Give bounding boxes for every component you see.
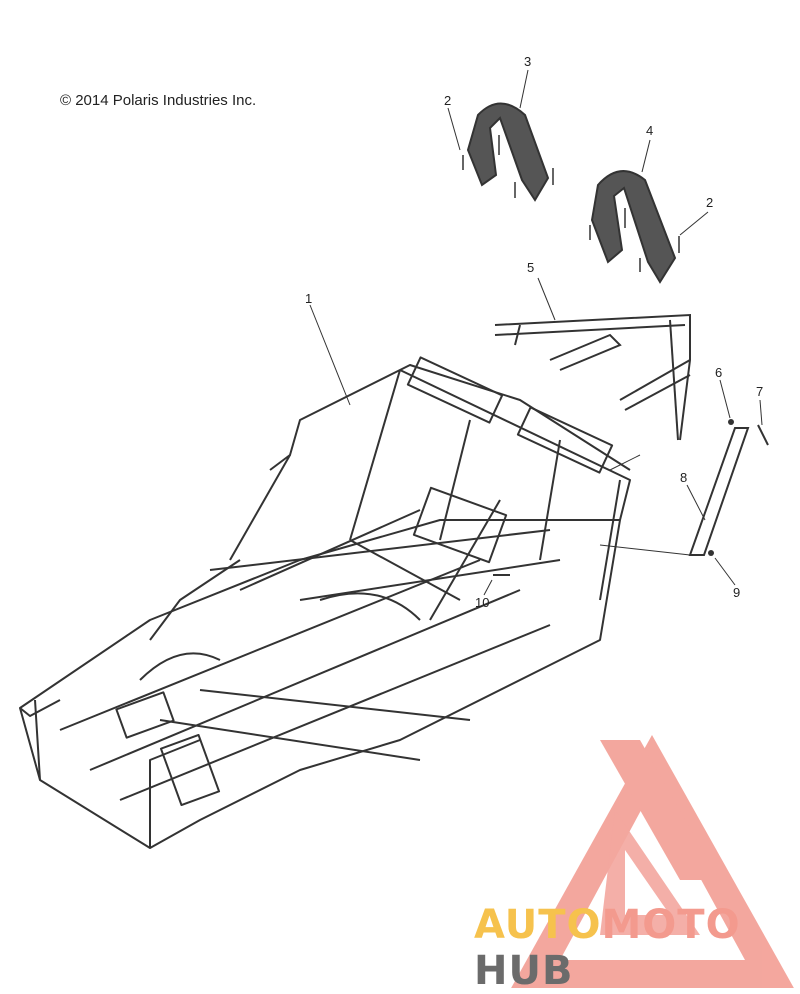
callout-5: 5 (527, 260, 534, 275)
callout-4: 4 (646, 123, 653, 138)
brand-auto: AUTO (474, 902, 602, 948)
nut-part-9 (708, 550, 714, 556)
callout-7: 7 (756, 384, 763, 399)
callout-1: 1 (305, 291, 312, 306)
part-strut (688, 427, 750, 556)
part-rear-bar (494, 313, 691, 441)
brand-hub: HUB (474, 948, 574, 994)
part-roll-bar-upper-left (466, 102, 550, 202)
brand-moto: MOTO (601, 902, 741, 948)
callout-8: 8 (680, 470, 687, 485)
bolts-part-2 (462, 135, 680, 272)
part-roll-bar-upper-right (590, 170, 677, 284)
copyright-text: © 2014 Polaris Industries Inc. (60, 92, 257, 109)
bolt-part-7 (757, 424, 769, 446)
watermark-brand: AUTOMOTO HUB (474, 902, 800, 994)
callout-9: 9 (733, 585, 740, 600)
callouts: 1 2 3 2 4 5 6 7 8 9 10 (305, 54, 763, 610)
callout-10: 10 (475, 595, 489, 610)
main-frame (19, 356, 631, 849)
nut-part-6 (728, 419, 734, 425)
callout-2a: 2 (444, 93, 451, 108)
leader-lines (309, 69, 763, 596)
callout-2b: 2 (706, 195, 713, 210)
callout-6: 6 (715, 365, 722, 380)
callout-3: 3 (524, 54, 531, 69)
watermark-logo (511, 735, 794, 988)
